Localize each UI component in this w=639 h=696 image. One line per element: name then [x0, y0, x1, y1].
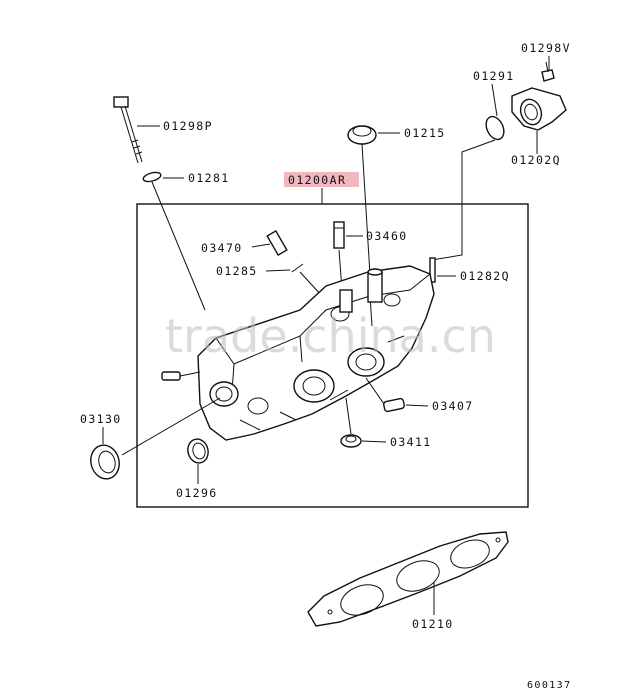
part-label-01298V: 01298V [521, 41, 571, 55]
part-label-03411: 03411 [390, 435, 432, 449]
part-01298V[interactable]: 01298V [521, 41, 571, 82]
part-01282Q[interactable]: 01282Q [429, 257, 510, 283]
part-label-01215: 01215 [404, 126, 446, 140]
part-01291[interactable]: 01291 [473, 69, 515, 142]
part-label-01281: 01281 [188, 171, 230, 185]
part-03130[interactable]: 03130 [80, 397, 221, 482]
part-03470[interactable]: 03470 [201, 230, 288, 256]
part-01281[interactable]: 01281 [142, 171, 230, 311]
part-01285[interactable]: 01285 [216, 263, 323, 297]
watermark: trade.china.cn [165, 309, 496, 363]
part-label-03460: 03460 [366, 229, 408, 243]
main-assembly-label: 01200AR [288, 173, 346, 187]
part-label-01291: 01291 [473, 69, 515, 83]
part-01215[interactable]: 01215 [347, 125, 446, 145]
part-label-01282Q: 01282Q [460, 269, 510, 283]
part-label-01298P: 01298P [163, 119, 213, 133]
part-label-03130: 03130 [80, 412, 122, 426]
cylinder-head [161, 265, 435, 441]
part-label-01210: 01210 [412, 617, 454, 631]
main-assembly-callout[interactable]: 01200AR [284, 172, 359, 204]
part-01298P[interactable]: 01298P [113, 96, 213, 164]
part-label-01296: 01296 [176, 486, 218, 500]
part-03407[interactable]: 03407 [365, 377, 474, 413]
assembly-frame [136, 203, 529, 508]
part-03411[interactable]: 03411 [340, 397, 432, 449]
part-label-01202Q: 01202Q [511, 153, 561, 167]
part-label-03470: 03470 [201, 241, 243, 255]
figure-number: 600137 [527, 680, 572, 691]
part-label-03407: 03407 [432, 399, 474, 413]
part-01210[interactable]: 01210 [307, 531, 509, 631]
part-label-01285: 01285 [216, 264, 258, 278]
part-01202Q[interactable]: 01202Q [511, 87, 567, 167]
part-01296[interactable]: 01296 [176, 437, 218, 500]
main-assembly-highlight [284, 172, 359, 187]
